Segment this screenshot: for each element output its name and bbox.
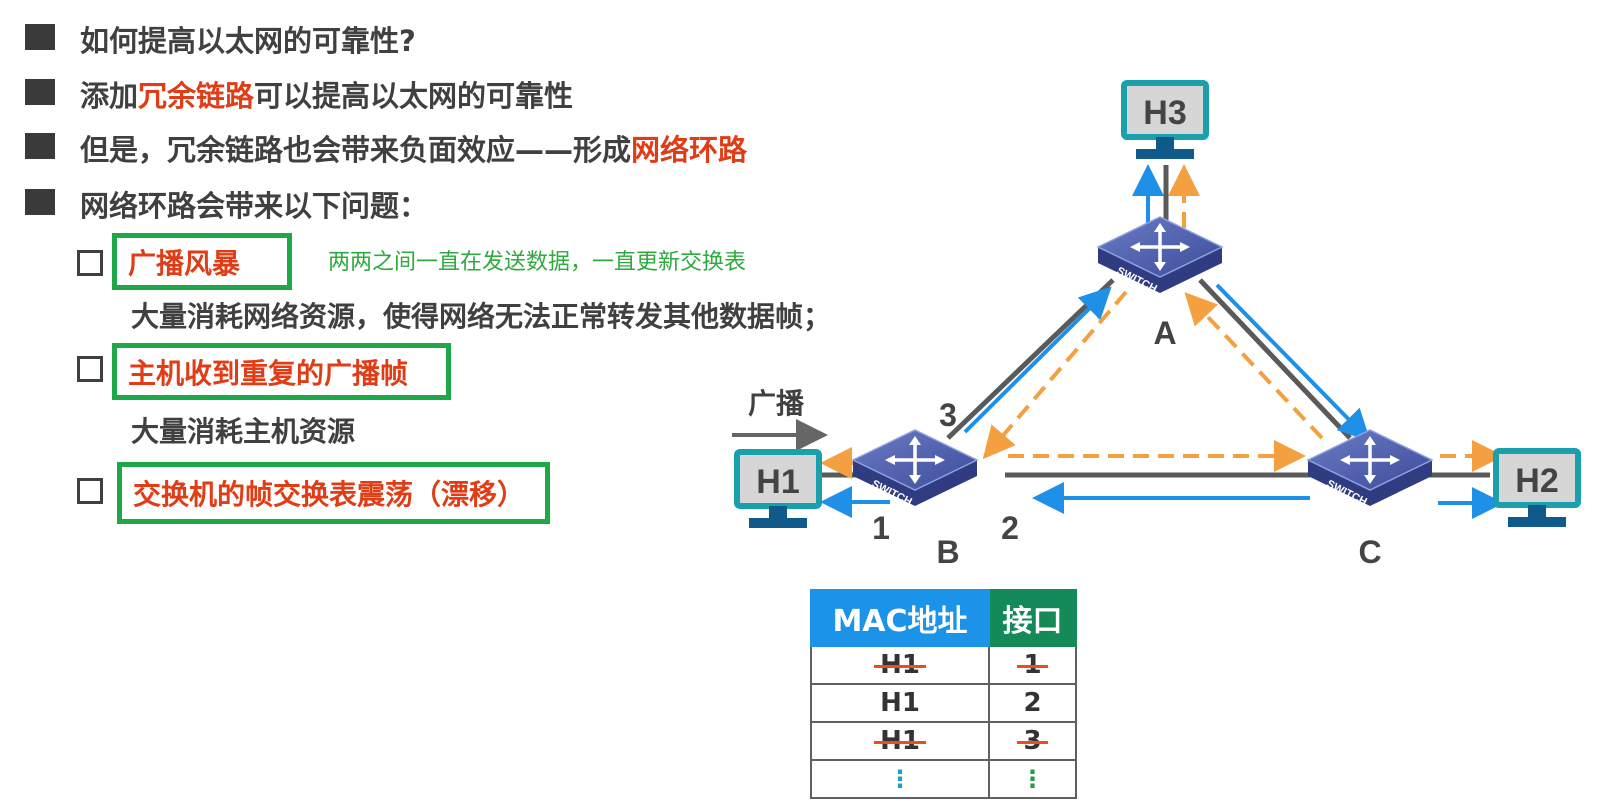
link-a-c: [1198, 278, 1352, 440]
blue-arrow-b-to-a: [963, 286, 1112, 434]
bullet-redundant-highlight: 冗余链路: [138, 79, 255, 113]
mac-cell: H1: [810, 721, 990, 761]
switch-c-label: C: [1358, 534, 1381, 570]
orange-arrow-c-to-a: [1184, 292, 1324, 440]
host-h3-label: H3: [1143, 94, 1186, 132]
problem-broadcast-storm-box: 广播风暴: [112, 233, 292, 290]
port-label-1: 1: [872, 510, 890, 546]
blue-arrow-a-to-c: [1215, 283, 1371, 442]
bullet-square-4: [25, 189, 55, 215]
broadcast-storm-desc: 大量消耗网络资源，使得网络无法正常转发其他数据帧；: [131, 300, 832, 333]
host-h2-label: H2: [1515, 462, 1558, 500]
port-label-3: 3: [939, 397, 957, 433]
problem-table-oscillation-title: 交换机的帧交换表震荡（漂移）: [133, 478, 526, 511]
blue-frame-arrows: [820, 164, 1504, 519]
bullet-square-1: [25, 24, 55, 50]
bullet-square-2: [25, 79, 55, 105]
broadcast-label: 广播: [748, 388, 805, 419]
port-label-2: 2: [1001, 510, 1019, 546]
host-h1-label: H1: [756, 463, 799, 501]
switch-c: SWITCH: [1306, 429, 1434, 508]
port-column-header: 接口: [988, 589, 1077, 647]
bullet-question: 如何提高以太网的可靠性?: [80, 24, 416, 58]
checkbox-duplicate-frames: [77, 356, 103, 382]
mac-table-row: H1 2: [810, 683, 1077, 723]
mac-table-row: H1 1: [810, 645, 1077, 685]
mac-table-header: MAC地址 接口: [810, 589, 1077, 647]
bullet-problems-intro: 网络环路会带来以下问题：: [80, 189, 429, 223]
duplicate-frames-desc: 大量消耗主机资源: [131, 415, 356, 448]
port-cell: 2: [988, 683, 1077, 723]
mac-value: H1: [874, 650, 926, 680]
bullet-network-loop: 但是，冗余链路也会带来负面效应——形成网络环路: [80, 127, 747, 169]
bullet-loop-highlight: 网络环路: [631, 133, 748, 167]
switch-a-label: A: [1153, 315, 1176, 351]
checkbox-table-oscillation: [77, 478, 103, 504]
bullet-redundant-pre: 添加: [80, 79, 139, 113]
problem-duplicate-frames-box: 主机收到重复的广播帧: [112, 343, 451, 400]
mac-value: H1: [874, 726, 926, 756]
port-cell: 3: [988, 721, 1077, 761]
port-value: 2: [1023, 688, 1042, 718]
port-ellipsis-cell: ⋮: [988, 759, 1077, 799]
mac-table-row-ellipsis: ⋮ ⋮: [810, 759, 1077, 799]
switch-b-label: B: [936, 534, 959, 570]
switch-b: SWITCH: [851, 429, 979, 508]
mac-ellipsis: ⋮: [888, 765, 912, 793]
mac-cell: H1: [810, 683, 990, 723]
orange-arrow-a-to-b: [982, 290, 1128, 460]
mac-ellipsis-cell: ⋮: [810, 759, 990, 799]
switch-a: SWITCH: [1096, 216, 1224, 295]
problem-duplicate-frames-title: 主机收到重复的广播帧: [128, 356, 409, 390]
port-cell: 1: [988, 645, 1077, 685]
mac-value: H1: [880, 688, 920, 718]
mac-table-row: H1 3: [810, 721, 1077, 761]
port-value: 3: [1017, 726, 1048, 756]
link-a-b: [946, 278, 1115, 440]
bullet-redundant-post: 可以提高以太网的可靠性: [254, 79, 574, 113]
problem-broadcast-storm-title: 广播风暴: [128, 246, 241, 280]
broadcast-storm-note: 两两之间一直在发送数据，一直更新交换表: [328, 250, 747, 275]
port-ellipsis: ⋮: [1020, 765, 1045, 793]
problem-table-oscillation-box: 交换机的帧交换表震荡（漂移）: [117, 462, 550, 524]
mac-column-header: MAC地址: [810, 589, 990, 647]
bullet-loop-pre: 但是，冗余链路也会带来负面效应——形成: [80, 133, 632, 167]
host-h3: H3: [1121, 80, 1209, 159]
port-value: 1: [1017, 650, 1048, 680]
mac-address-table: MAC地址 接口 H1 1 H1 2 H1 3 ⋮ ⋮: [810, 589, 1077, 799]
host-h2: H2: [1493, 448, 1581, 527]
host-h1: H1: [734, 449, 822, 528]
bullet-square-3: [25, 133, 55, 159]
mac-cell: H1: [810, 645, 990, 685]
checkbox-broadcast-storm: [77, 250, 103, 276]
bullet-redundant-links: 添加冗余链路可以提高以太网的可靠性: [80, 73, 573, 115]
